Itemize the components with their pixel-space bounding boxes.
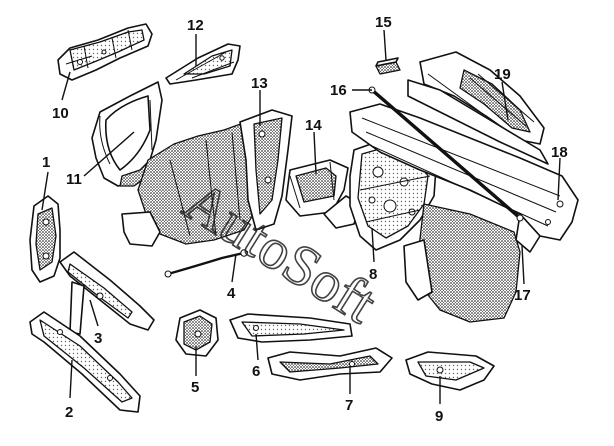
part-6-beam [229, 313, 353, 343]
callout-16: 16 [330, 82, 347, 99]
part-17-dash-lower [403, 203, 521, 323]
callout-4: 4 [227, 285, 236, 302]
leader-lines [41, 29, 561, 404]
part-11-inner-fender [91, 81, 163, 187]
callout-7: 7 [345, 397, 353, 414]
part-3-cross-member [59, 251, 155, 335]
part-14-box-bracket [285, 159, 361, 229]
part-16-rod [368, 86, 524, 222]
callout-9: 9 [435, 408, 443, 425]
part-13-pillar-panel [239, 109, 293, 231]
part-15-clip [375, 57, 401, 75]
callout-2: 2 [65, 404, 73, 421]
part-12-gusset [165, 43, 241, 85]
callout-labels: 1 2 3 4 5 6 7 8 9 10 11 12 13 14 15 16 1… [42, 14, 568, 425]
callout-13: 13 [251, 75, 268, 92]
part-9-plate [405, 351, 495, 391]
callout-10: 10 [52, 105, 69, 122]
part-10-bracket [57, 23, 153, 81]
callout-8: 8 [369, 266, 377, 283]
callout-19: 19 [494, 66, 511, 83]
callout-5: 5 [191, 379, 199, 396]
callout-3: 3 [94, 330, 102, 347]
part-1-bracket [29, 195, 61, 283]
part-18-cowl-panel [349, 103, 579, 253]
callout-17: 17 [514, 287, 531, 304]
callout-1: 1 [42, 154, 50, 171]
callout-18: 18 [551, 144, 568, 161]
part-5-block [175, 309, 219, 357]
part-4-link [164, 249, 249, 278]
part-2-lower-rail [29, 311, 141, 413]
part-7-beam [267, 347, 393, 381]
part-19-upper-cowl [407, 51, 549, 165]
callout-12: 12 [187, 17, 204, 34]
callout-15: 15 [375, 14, 392, 31]
callout-11: 11 [66, 171, 82, 188]
callout-14: 14 [305, 117, 322, 134]
callout-6: 6 [252, 363, 260, 380]
